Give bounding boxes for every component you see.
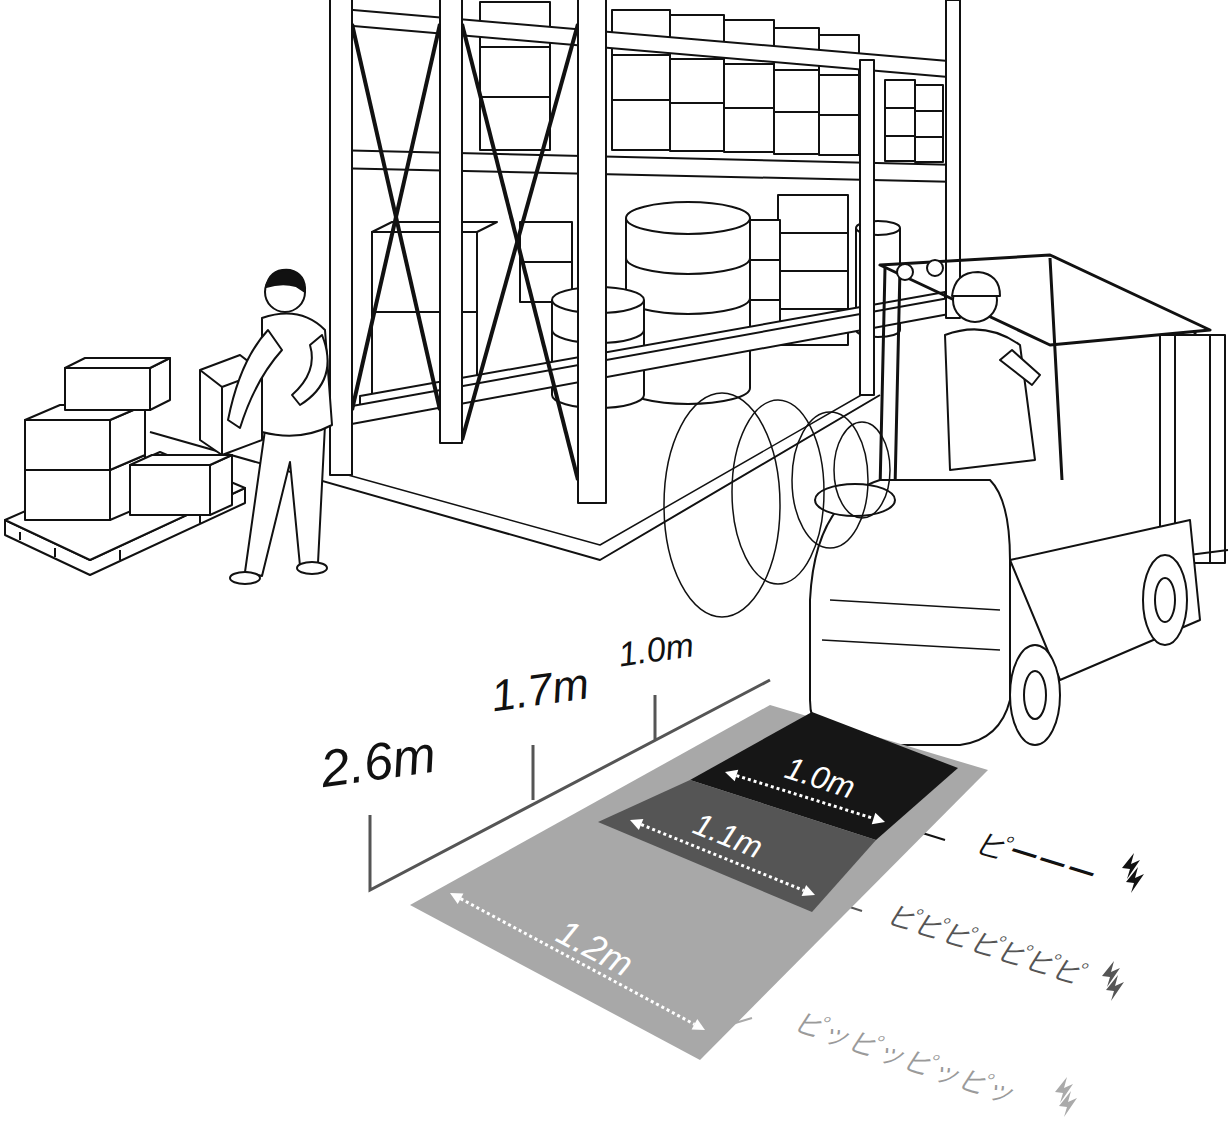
alarm-sound: ピーーー bbox=[972, 825, 1097, 892]
width-arrow bbox=[461, 899, 695, 1025]
forklift bbox=[810, 255, 1228, 745]
alarm-bolt bbox=[1122, 853, 1144, 893]
dimension-label: 1.7m bbox=[488, 659, 592, 721]
alarm-bolt bbox=[1055, 1077, 1077, 1117]
dimension-label: 2.6m bbox=[317, 726, 439, 799]
worker bbox=[200, 270, 332, 584]
arrow-head bbox=[872, 813, 885, 824]
dimension-label: 1.0m bbox=[616, 626, 696, 674]
zone-fill bbox=[598, 780, 876, 912]
arrow-head bbox=[692, 1019, 705, 1030]
alarm-sound: ピピピピピピピ bbox=[884, 898, 1087, 990]
alarm-sound: ピッピッピッピッ bbox=[790, 1006, 1019, 1111]
arrow-head bbox=[630, 819, 643, 830]
outer-warning-zone: 1.2m1.0m1.1m bbox=[410, 705, 988, 1060]
arrow-head bbox=[802, 885, 815, 896]
alarm-bolt bbox=[1102, 961, 1124, 1001]
drawing bbox=[5, 0, 1228, 745]
rack-frame bbox=[330, 0, 960, 503]
arrow-head bbox=[725, 770, 738, 781]
arrow-head bbox=[450, 893, 463, 904]
zone-fill bbox=[410, 705, 988, 1060]
sound-rings bbox=[664, 393, 890, 617]
